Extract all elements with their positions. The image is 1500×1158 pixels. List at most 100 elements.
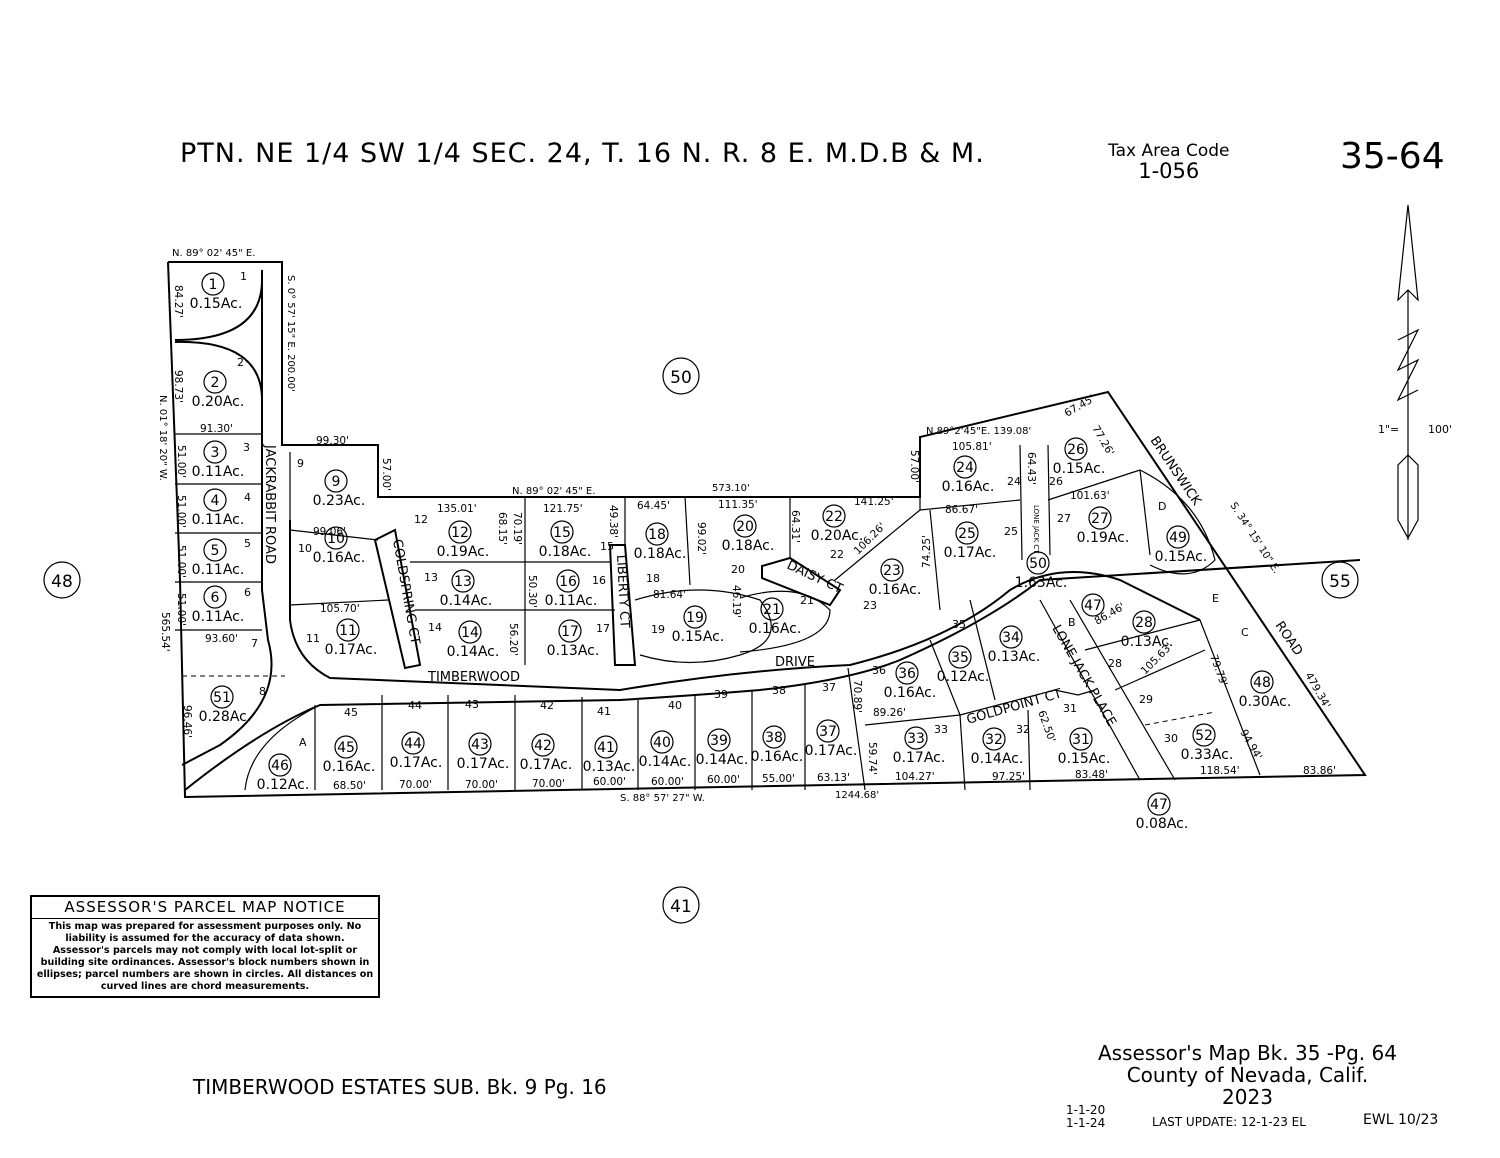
parcel-acreage: 0.16Ac.	[751, 749, 804, 765]
dimension-label: 70.00'	[465, 779, 498, 791]
lot-number: 12	[414, 513, 428, 526]
lot-number: 23	[863, 599, 877, 612]
parcel-31: 310.15Ac.	[1058, 727, 1110, 767]
lot-number: 43	[465, 698, 479, 711]
parcel-number: 28	[1135, 615, 1153, 631]
parcel-19: 190.15Ac.	[672, 605, 724, 645]
parcel-36: 360.16Ac.	[884, 661, 936, 701]
parcel-circle	[645, 522, 669, 546]
parcel-46: 460.12Ac.	[257, 753, 309, 793]
parcel-circle	[210, 685, 234, 709]
bearing-label: N.89°2'45"E. 139.08'	[926, 426, 1031, 437]
bearing-label: S. 88° 57' 27" W.	[620, 793, 705, 804]
lot-number: 15	[600, 540, 614, 553]
parcel-circle	[948, 645, 972, 669]
parcel-acreage: 0.20Ac.	[192, 394, 245, 410]
dimension-label: 99.30'	[316, 435, 349, 447]
lot-line	[289, 599, 389, 606]
dimension-label: 50.30'	[526, 575, 538, 608]
parcel-circle	[953, 455, 977, 479]
lot-line	[834, 509, 921, 581]
parcel-17: 170.13Ac.	[547, 619, 599, 659]
parcel-10: 100.16Ac.	[313, 526, 365, 566]
bearing-label: N. 01° 18' 20" W.	[157, 395, 168, 481]
parcel-acreage: 0.17Ac.	[325, 642, 378, 658]
lot-number: 37	[822, 681, 836, 694]
parcel-circle	[895, 661, 919, 685]
lot-number: 3	[243, 441, 250, 454]
parcel-3: 30.11Ac.	[192, 440, 244, 480]
parcel-circle	[451, 569, 475, 593]
parcel-circle	[683, 605, 707, 629]
lot-number: 38	[772, 684, 786, 697]
parcel-acreage: 0.13Ac.	[583, 759, 636, 775]
parcel-acreage: 0.20Ac.	[811, 528, 864, 544]
parcel-acreage: 0.11Ac.	[192, 512, 245, 528]
dimension-label: 51.00'	[175, 495, 187, 528]
parcel-24: 240.16Ac.	[942, 455, 994, 495]
lot-number: 14	[428, 621, 442, 634]
parcel-circle	[203, 370, 227, 394]
parcel-number: 51	[213, 690, 231, 706]
year-label: 2023	[1222, 1085, 1273, 1109]
dimension-label: 70.89'	[851, 680, 863, 713]
ewl-label: EWL 10/23	[1363, 1112, 1439, 1128]
dimension-label: 121.75'	[543, 503, 583, 515]
parcel-number: 9	[332, 474, 341, 490]
parcel-11: 110.17Ac.	[325, 618, 378, 658]
dimension-label: 97.25'	[992, 771, 1025, 783]
lot-line	[959, 714, 966, 791]
lot-number: 25	[1004, 525, 1018, 538]
dimension-label: 91.30'	[200, 423, 233, 435]
parcel-2: 20.20Ac.	[192, 370, 245, 410]
parcel-circle	[1064, 437, 1088, 461]
dimension-label: 94.94'	[1237, 728, 1264, 763]
dimension-label: 68.15'	[496, 512, 508, 545]
parcel-35: 350.12Ac.	[937, 645, 989, 685]
lot-line	[1019, 444, 1023, 561]
parcel-circle	[203, 538, 227, 562]
parcel-number: 39	[710, 733, 728, 749]
parcel-number: 17	[561, 624, 579, 640]
parcel-circle	[550, 520, 574, 544]
dimension-label: 59.74'	[866, 742, 878, 775]
parcel-circle	[822, 504, 846, 528]
tax-area-code: 1-056	[1138, 159, 1200, 183]
parcel-acreage: 0.17Ac.	[805, 743, 858, 759]
lot-number: 24	[1007, 475, 1021, 488]
parcel-number: 36	[898, 666, 916, 682]
dimension-label: 98.73'	[172, 370, 184, 403]
parcel-number: 46	[271, 758, 289, 774]
parcel-20: 200.18Ac.	[722, 514, 774, 554]
parcel-circle	[904, 726, 928, 750]
lot-number: 21	[800, 594, 814, 607]
parcel-circle	[1088, 506, 1112, 530]
dimension-label: 86.67'	[945, 504, 978, 516]
dimension-label: 104.27'	[895, 771, 935, 783]
lot-number: 32	[1016, 723, 1030, 736]
parcel-number: 21	[763, 602, 781, 618]
scale-left: 1"=	[1378, 423, 1399, 436]
parcel-acreage: 0.18Ac.	[539, 544, 592, 560]
parcel-acreage: 0.14Ac.	[696, 752, 749, 768]
parcel-number: 45	[337, 740, 355, 756]
parcel-circle	[556, 569, 580, 593]
parcel-number: 49	[1169, 530, 1187, 546]
dimension-label: 79.79'	[1207, 653, 1230, 688]
adjacent-map-label: 41	[670, 897, 692, 917]
dimension-label: 89.26'	[873, 707, 906, 719]
parcel-number: 16	[559, 574, 577, 590]
parcel-6: 60.11Ac.	[192, 585, 244, 625]
parcel-acreage: 0.13Ac.	[1121, 634, 1174, 650]
lot-line	[847, 667, 866, 791]
jackrabbit-road-edge	[181, 270, 273, 766]
lot-number: 5	[244, 537, 251, 550]
parcel-45: 450.16Ac.	[323, 735, 375, 775]
road-label-coldspring: COLDSPRING CT	[389, 538, 422, 646]
lot-line	[929, 509, 941, 611]
parcel-number: 37	[819, 724, 837, 740]
parcel-circle	[1081, 593, 1105, 617]
lot-line	[1139, 469, 1151, 556]
parcel-number: 4	[211, 493, 220, 509]
lot-line	[929, 639, 961, 716]
